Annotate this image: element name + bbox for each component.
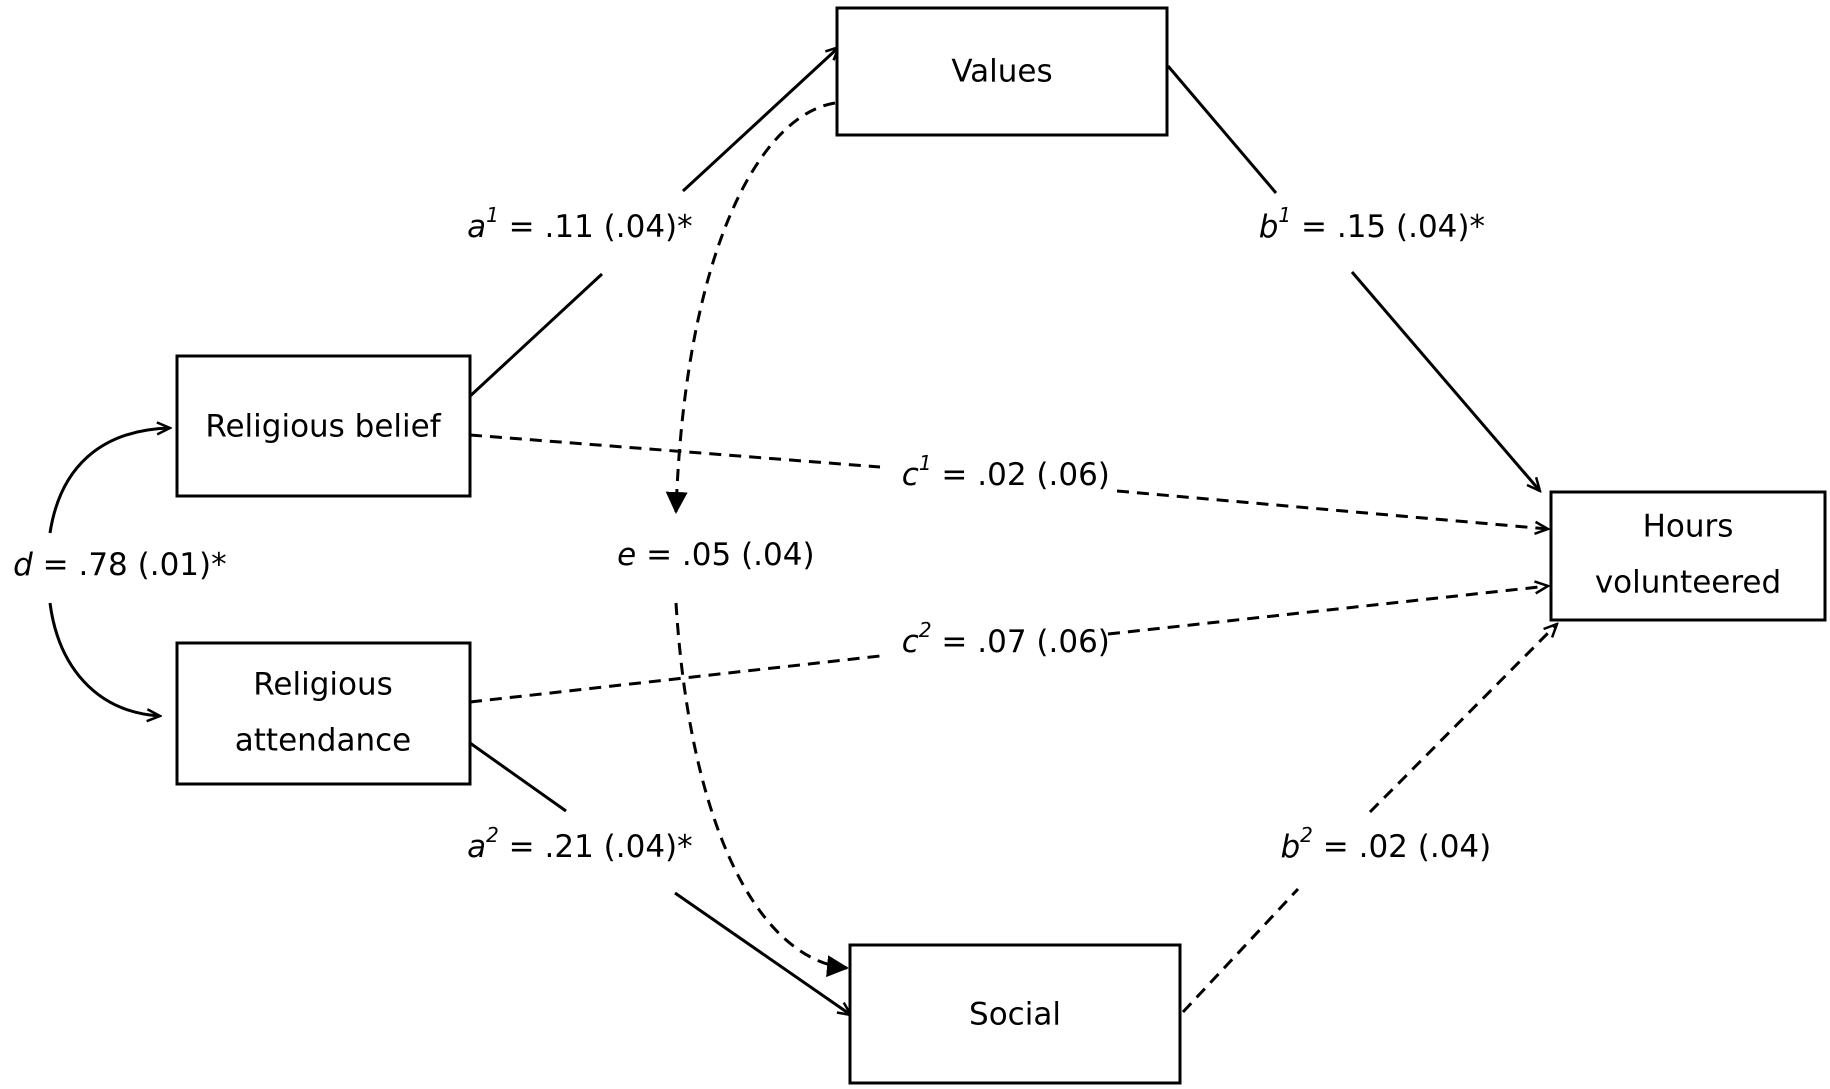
edge-a2-segment-lower [674,891,851,1015]
label-a1-value: = .11 (.04)* [499,209,693,245]
label-e-symbol: e [617,537,636,573]
node-religious-attendance-line1: Religious [253,667,393,703]
node-hours-volunteered-line1: Hours [1643,509,1734,545]
node-values-box [835,6,1169,137]
edge-a1 [466,47,839,400]
edge-e-curve-lower [674,602,849,978]
node-social-label: Social [969,997,1061,1033]
edge-d-arc-lower [48,602,160,716]
label-a2-value: = .21 (.04)* [499,829,693,865]
label-b2-symbol: b [1280,829,1300,865]
label-a1-symbol: a [467,209,486,245]
label-a2: a2 = .21 (.04)* [418,823,722,865]
node-social: Social [848,943,1182,1085]
edge-d-arc-upper [48,428,170,534]
node-religious-attendance-box [175,641,472,786]
label-d: d = .78 (.01)* [0,547,256,583]
label-c2-sup: 2 [919,618,932,642]
edge-b2 [1181,624,1557,1014]
edge-c1-segment-right [1116,489,1548,529]
label-c1-sup: 1 [919,451,932,475]
node-hours-volunteered-line2: volunteered [1595,565,1781,601]
edge-e [665,101,849,978]
edge-b1-segment-lower [1350,271,1540,491]
label-d-symbol: d [13,547,33,583]
label-b1-value: = .15 (.04)* [1291,209,1485,245]
label-e: e = .05 (.04) [568,537,844,573]
edge-a1-segment-lower [466,272,604,400]
edge-b1 [1166,65,1540,491]
node-religious-belief-box [175,354,472,498]
label-c1: c1 = .02 (.06) [853,451,1140,493]
edge-c2-segment-left [469,654,881,704]
label-c2: c2 = .07 (.06) [853,618,1140,660]
node-hours-volunteered-box [1549,490,1827,622]
node-religious-belief-label: Religious belief [205,409,441,445]
node-religious-attendance: Religious attendance [175,641,472,786]
label-c1-value: = .02 (.06) [932,457,1110,493]
label-a2-sup: 2 [486,823,499,847]
edge-c2-segment-right [1107,586,1548,636]
node-hours-volunteered: Hours volunteered [1549,490,1827,622]
label-c2-value: = .07 (.06) [932,624,1110,660]
node-religious-attendance-line2: attendance [235,723,411,759]
edge-c1 [469,433,1548,529]
label-d-value: = .78 (.01)* [33,547,227,583]
edge-a1-segment-upper [681,47,839,193]
label-a2-symbol: a [467,829,486,865]
label-b2-value: = .02 (.04) [1313,829,1491,865]
edge-a2-segment-upper [469,741,567,813]
label-a1-sup: 1 [486,203,499,227]
edge-b1-segment-upper [1166,65,1278,194]
edge-c2 [469,586,1548,704]
node-religious-belief: Religious belief [175,354,472,498]
label-b1-symbol: b [1259,209,1279,245]
label-c2-symbol: c [902,624,919,660]
label-e-value: = .05 (.04) [636,537,814,573]
edge-b2-segment-lower [1181,887,1300,1014]
node-values: Values [835,6,1169,137]
label-b2-sup: 2 [1300,823,1313,847]
edge-b2-segment-upper [1368,624,1557,814]
label-b1: b1 = .15 (.04)* [1209,203,1514,245]
edge-e-curve-upper [665,101,836,514]
label-a1: a1 = .11 (.04)* [418,203,722,245]
node-values-label: Values [951,54,1052,90]
edge-c1-segment-left [469,433,881,469]
node-social-box [848,943,1182,1085]
label-b1-sup: 1 [1278,203,1291,227]
label-b2: b2 = .02 (.04) [1231,823,1521,865]
edge-a2 [469,741,851,1015]
edge-d [48,428,170,716]
label-c1-symbol: c [902,457,919,493]
